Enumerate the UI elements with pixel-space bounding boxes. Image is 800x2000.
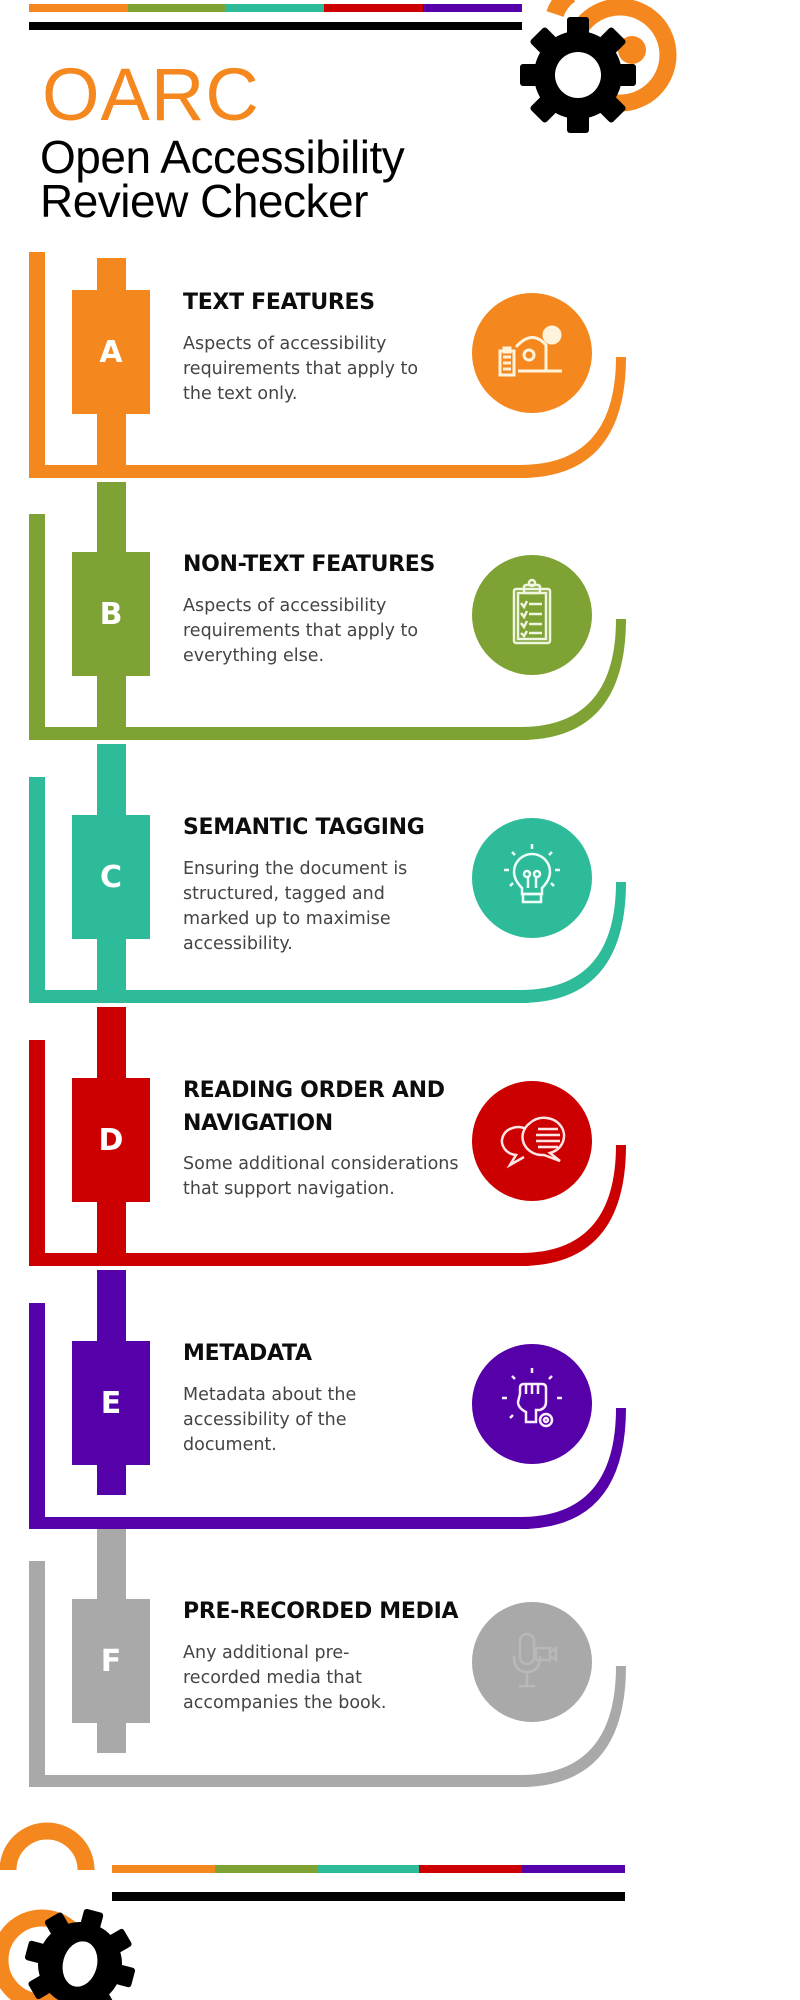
subtitle-line-1: Open Accessibility — [40, 131, 405, 183]
section-title: NON-TEXT FEATURES — [183, 552, 436, 577]
logo-text: OARC — [42, 53, 260, 136]
color-bar-green — [215, 1865, 317, 1873]
color-bar-orange — [29, 4, 128, 12]
section-title: PRE-RECORDED MEDIA — [183, 1599, 459, 1624]
color-bar-red — [419, 1865, 522, 1873]
section-non-text-features: B NON-TEXT FEATURES Aspects of accessibi… — [0, 482, 800, 754]
section-body: Ensuring the document is structured, tag… — [183, 859, 408, 954]
section-title: METADATA — [183, 1341, 312, 1366]
bottom-black-bar — [112, 1892, 625, 1901]
color-bar-green — [128, 4, 226, 12]
speech-bubbles-icon — [472, 1081, 592, 1201]
workflow-person-gear-icon — [472, 293, 592, 413]
top-black-bar — [29, 22, 522, 30]
section-metadata: E METADATA Metadata about the accessibil… — [0, 1270, 800, 1543]
section-letter-f: F — [72, 1599, 150, 1723]
section-letter-a: A — [72, 290, 150, 414]
section-letter-e: E — [72, 1341, 150, 1465]
section-title: READING ORDER AND NAVIGATION — [183, 1078, 445, 1136]
color-bar-red — [324, 4, 423, 12]
section-letter-d: D — [72, 1078, 150, 1202]
fist-gear-icon — [472, 1344, 592, 1464]
color-bar-orange — [112, 1865, 215, 1873]
gear-logo-icon — [0, 1822, 136, 2000]
gear-logo-icon — [520, 0, 677, 133]
clipboard-checklist-icon — [472, 555, 592, 675]
section-title: SEMANTIC TAGGING — [183, 815, 425, 840]
section-body: Metadata about the accessibility of the … — [183, 1385, 357, 1455]
section-semantic-tagging: C SEMANTIC TAGGING Ensuring the document… — [0, 744, 800, 1017]
section-pre-recorded-media: F PRE-RECORDED MEDIA Any additional pre-… — [0, 1529, 800, 1801]
color-bar-purple — [423, 4, 522, 12]
lightbulb-icon — [472, 818, 592, 938]
section-title: TEXT FEATURES — [183, 290, 375, 315]
section-reading-order: D READING ORDER AND NAVIGATION Some addi… — [0, 1007, 800, 1280]
subtitle-line-2: Review Checker — [40, 175, 368, 227]
section-text-features: A TEXT FEATURES Aspects of accessibility… — [0, 252, 800, 492]
section-body: Aspects of accessibility requirements th… — [183, 334, 419, 404]
color-bar-teal — [317, 1865, 419, 1873]
section-body: Some additional considerations that supp… — [183, 1154, 459, 1199]
color-bar-purple — [522, 1865, 625, 1873]
section-letter-c: C — [72, 815, 150, 939]
section-body: Aspects of accessibility requirements th… — [183, 596, 419, 666]
section-letter-b: B — [72, 552, 150, 676]
color-bar-teal — [226, 4, 324, 12]
microphone-video-icon — [472, 1602, 592, 1722]
section-body: Any additional pre-recorded media that a… — [183, 1643, 387, 1713]
